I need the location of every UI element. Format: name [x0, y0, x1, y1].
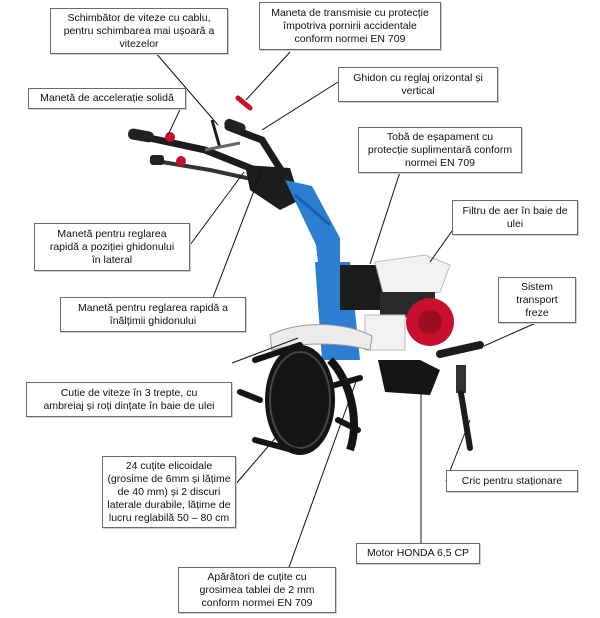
callout-gearbox: Cutie de viteze în 3 trepte, cu ambreiaj…: [26, 382, 232, 417]
callout-guards: Apărători de cuțite cu grosimea tablei d…: [178, 567, 336, 613]
stand-jack-leg: [458, 390, 473, 451]
transport-bar: [436, 341, 484, 358]
callout-air-filter: Filtru de aer în baie de ulei: [452, 200, 578, 235]
motor-tiller-drawing: [127, 95, 484, 455]
callout-stand-jack: Cric pentru staționare: [446, 470, 578, 492]
callout-lateral-adjust: Manetă pentru reglarea rapidă a poziției…: [34, 223, 190, 271]
callout-transmission-lever: Maneta de transmisie cu protecție împotr…: [259, 2, 441, 50]
lever-knob: [176, 156, 186, 166]
callout-gear-shift: Schimbător de viteze cu cablu, pentru sc…: [50, 8, 228, 54]
column-clamp: [245, 165, 300, 210]
tiller-left-disc: [265, 345, 335, 455]
leader-lines: [147, 43, 539, 571]
callout-tillers: 24 cuțite elicoidale (grosime de 6mm și …: [102, 456, 236, 528]
callout-exhaust: Tobă de eșapament cu protecție supliment…: [358, 127, 522, 173]
left-lever: [150, 155, 164, 165]
callout-transport-system: Sistem transport freze: [498, 277, 576, 323]
stand-jack-body: [456, 365, 466, 393]
callout-engine: Motor HONDA 6,5 CP: [356, 543, 480, 564]
callout-handlebar-adjust: Ghidon cu reglaj orizontal și vertical: [338, 67, 498, 102]
callout-throttle-lever: Manetă de accelerație solidă: [28, 88, 186, 109]
left-grip: [127, 128, 154, 143]
throttle-knob: [165, 132, 175, 142]
rear-tiller: [378, 360, 440, 395]
callout-height-adjust: Manetă pentru reglarea rapidă a înălțimi…: [60, 297, 246, 332]
right-grip: [224, 118, 246, 134]
